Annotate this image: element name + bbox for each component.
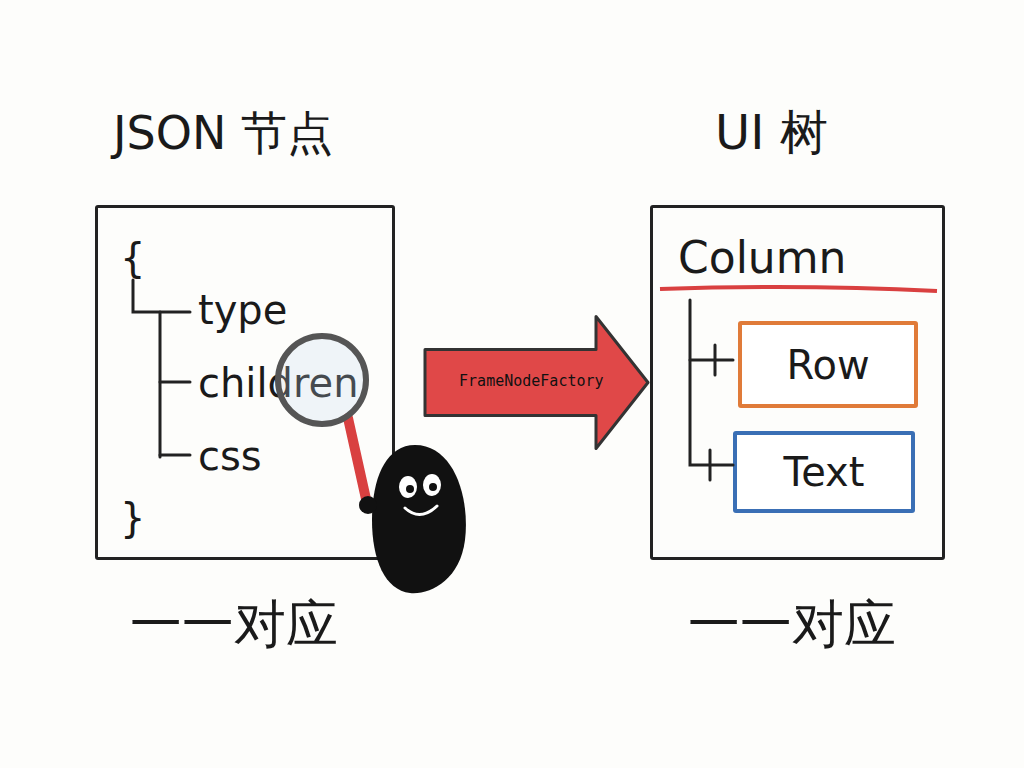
character-pupil: [406, 485, 414, 493]
code-brace: }: [120, 498, 145, 538]
character-smile: [405, 506, 437, 515]
box-heading: UI 树: [715, 108, 828, 156]
code-brace: {: [120, 238, 145, 278]
tree-line: [133, 280, 190, 312]
tree-line: [709, 450, 712, 480]
character-eye: [399, 476, 417, 498]
tree-line: [160, 381, 190, 384]
component-box: Text: [733, 431, 915, 513]
character-eye: [423, 474, 441, 496]
field-name: type: [198, 290, 287, 330]
character-body: [372, 445, 466, 593]
tree-line: [159, 312, 162, 457]
tree-line: [690, 300, 733, 465]
root-component: Column: [678, 236, 847, 280]
source-box: JSON 节点{typechildrencss}: [95, 205, 395, 560]
character-pupil: [429, 483, 437, 491]
note-text: 一一对应: [130, 598, 338, 650]
note-text: 一一对应: [688, 598, 896, 650]
box-heading: JSON 节点: [113, 110, 333, 156]
character-hand: [359, 496, 377, 514]
edge-label: FrameNodeFactory: [459, 374, 604, 389]
magnifier-handle: [348, 418, 368, 508]
block-arrow: [425, 317, 648, 449]
component-name: Row: [742, 345, 914, 385]
component-box: Row: [738, 321, 918, 408]
target-box: UI 树ColumnRowText: [650, 205, 945, 560]
tree-line: [714, 345, 717, 375]
component-name: Text: [737, 452, 911, 492]
underline: [660, 287, 937, 291]
field-name: children: [198, 363, 359, 403]
tree-line: [160, 454, 190, 457]
field-name: css: [198, 436, 262, 476]
tree-line: [690, 359, 733, 362]
